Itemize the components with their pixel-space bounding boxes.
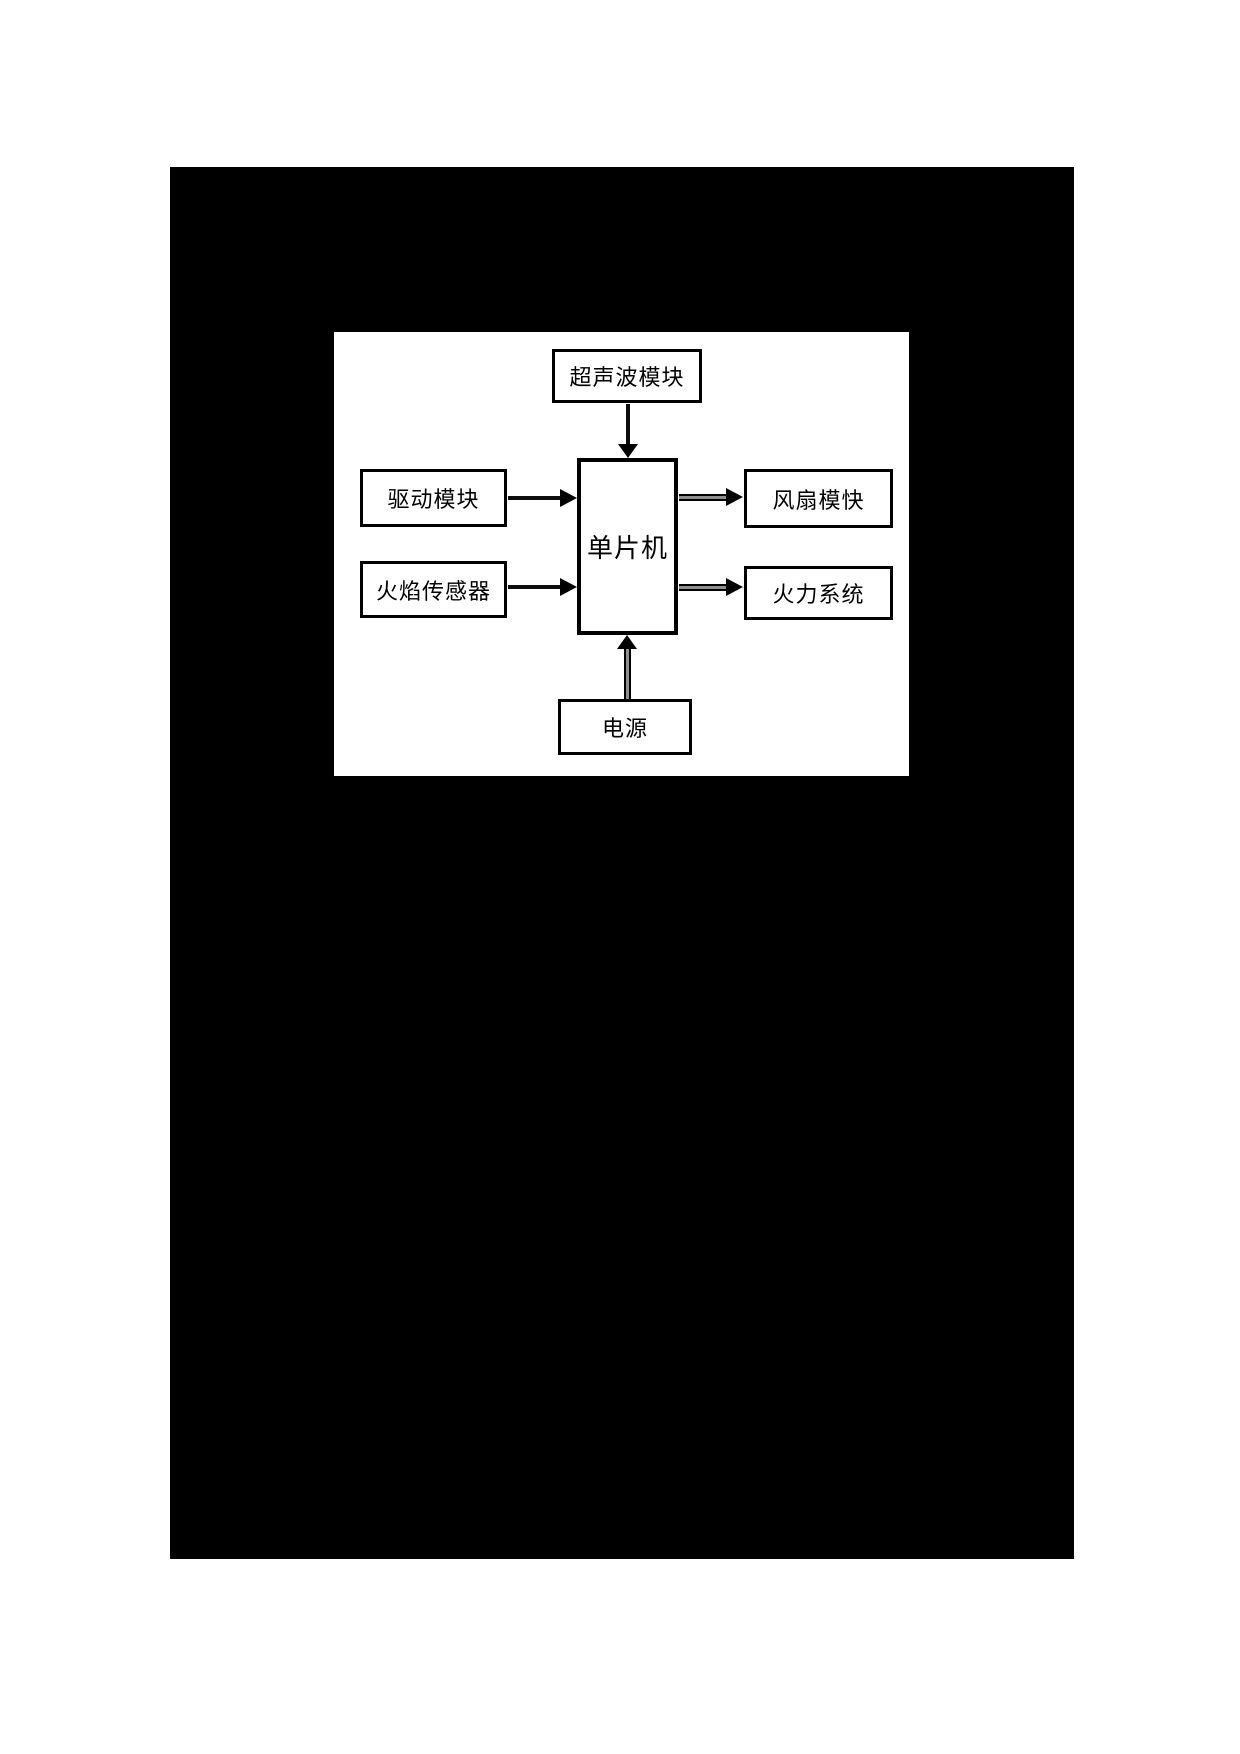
node-fan-label: 风扇模快: [772, 487, 865, 513]
arrow-head-right-icon: [726, 488, 743, 506]
scanned-page-black-area: 超声波模块 驱动模块 火焰传感器 单片机 风扇模快 火力系统 电源: [170, 167, 1074, 1559]
node-drive-label: 驱动模块: [387, 487, 480, 512]
node-mcu-label: 单片机: [586, 533, 668, 563]
node-mcu: 单片机: [577, 458, 678, 635]
arrow-head-down-icon: [618, 444, 638, 458]
arrow-head-up-icon: [617, 635, 637, 649]
node-fire-system: 火力系统: [744, 566, 893, 620]
arrow-head-right-icon: [560, 578, 577, 596]
arrow-shaft: [624, 647, 631, 699]
node-fire-label: 火力系统: [772, 582, 865, 607]
arrow-shaft: [508, 496, 562, 500]
node-flame-sensor: 火焰传感器: [360, 561, 507, 618]
block-diagram-panel: 超声波模块 驱动模块 火焰传感器 单片机 风扇模快 火力系统 电源: [334, 332, 909, 776]
node-power-supply: 电源: [558, 699, 692, 755]
node-ultrasonic-label: 超声波模块: [569, 365, 685, 390]
node-ultrasonic-module: 超声波模块: [552, 349, 702, 403]
arrow-shaft: [626, 404, 630, 446]
node-fan-module: 风扇模快: [744, 469, 893, 528]
arrow-head-right-icon: [726, 578, 743, 596]
arrow-shaft: [679, 494, 728, 501]
arrow-head-right-icon: [560, 489, 577, 507]
arrow-shaft: [679, 584, 728, 591]
node-flame-label: 火焰传感器: [375, 578, 491, 604]
arrow-shaft: [508, 585, 562, 589]
node-power-label: 电源: [601, 716, 648, 741]
node-drive-module: 驱动模块: [360, 469, 507, 527]
